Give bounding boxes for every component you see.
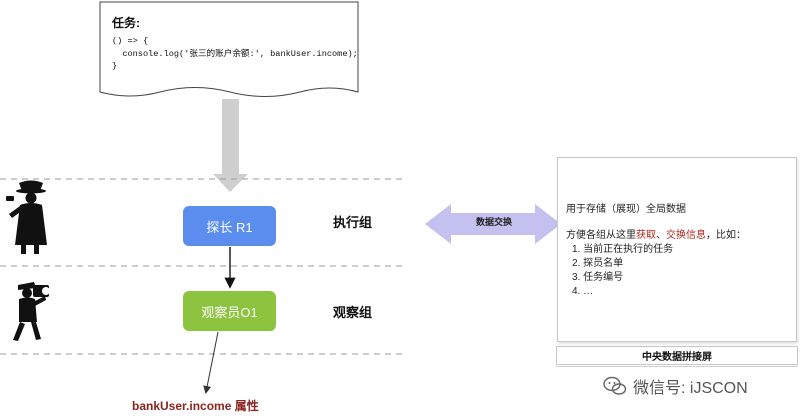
task-document: 任务: () => { console.log('张三的账户余额:', bank…	[112, 14, 358, 73]
task-flow-arrow-shaft	[222, 99, 239, 174]
data-exchange-arrow	[425, 204, 561, 244]
panel-content: 用于存储（展现）全局数据 方便各组从这里获取、交换信息，比如： 1. 当前正在执…	[566, 203, 746, 299]
observer-figure-icon	[13, 282, 50, 341]
task-code: () => { console.log('张三的账户余额:', bankUser…	[112, 35, 358, 73]
panel-intro: 用于存储（展现）全局数据	[566, 204, 686, 215]
panel-line2-sep: 、	[656, 230, 666, 241]
panel-highlight-get: 获取	[636, 230, 656, 241]
list-item: 4. …	[572, 286, 594, 297]
list-item: 1. 当前正在执行的任务	[572, 244, 674, 255]
panel-list: 1. 当前正在执行的任务 2. 探员名单 3. 任务编号 4. …	[566, 243, 746, 299]
task-document-shape	[99, 1, 359, 97]
watermark: 微信号: iJSCON	[603, 374, 748, 398]
central-panel-footer: 中央数据拼接屏	[556, 346, 798, 365]
wechat-icon	[603, 376, 627, 395]
panel-line2-post: ，比如：	[706, 230, 746, 241]
list-item: 3. 任务编号	[572, 272, 624, 283]
list-item: 2. 探员名单	[572, 258, 624, 269]
task-flow-arrow-head	[213, 174, 248, 192]
watermark-text: 微信号: iJSCON	[633, 380, 748, 397]
data-exchange-label: 数据交换	[475, 217, 512, 227]
panel-highlight-exchange: 交换信息	[666, 230, 706, 241]
task-title: 任务:	[112, 16, 140, 30]
observer-to-property-arrow	[203, 331, 219, 394]
code-line: }	[112, 61, 118, 71]
code-line: console.log('张三的账户余额:', bankUser.income)…	[112, 48, 358, 59]
execution-group-label: 执行组	[333, 215, 373, 230]
detective-node: 探长 R1	[183, 206, 276, 246]
observation-group-label: 观察组	[333, 305, 373, 320]
footer-underline	[556, 366, 798, 367]
panel-line2: 方便各组从这里获取、交换信息，比如：	[566, 229, 746, 243]
central-data-panel: 用于存储（展现）全局数据 方便各组从这里获取、交换信息，比如： 1. 当前正在执…	[557, 157, 797, 342]
code-line: () => {	[112, 36, 149, 46]
detective-figure-icon	[6, 180, 47, 254]
panel-line2-pre: 方便各组从这里	[566, 230, 636, 241]
observer-node: 观察员O1	[183, 291, 276, 331]
property-label: bankUser.income 属性	[132, 399, 259, 413]
